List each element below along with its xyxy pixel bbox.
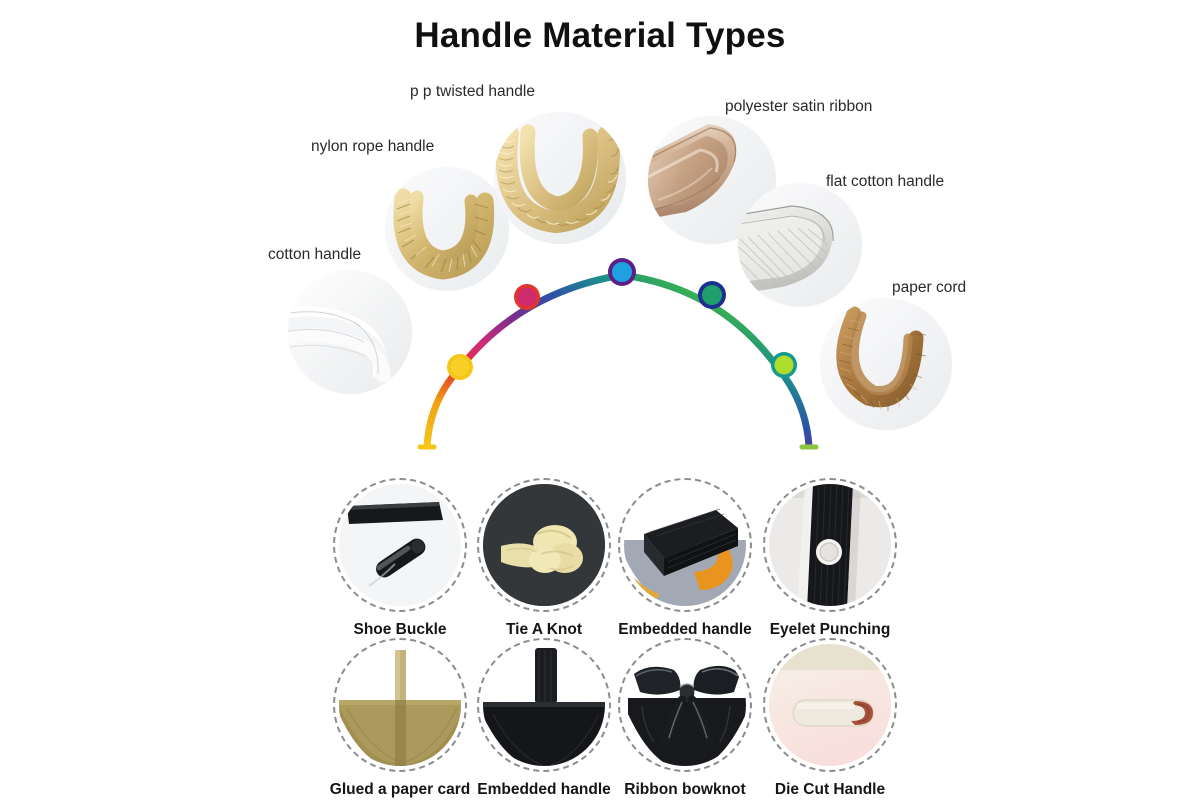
nylon-rope-handle-image (385, 167, 509, 291)
material-circle-flat-cotton-handle[interactable] (738, 183, 862, 307)
arc-node-teal[interactable] (771, 352, 797, 378)
material-label-cotton-handle: cotton handle (268, 246, 362, 263)
process-circle-tie-a-knot (477, 478, 611, 612)
material-label-nylon-rope-handle: nylon rope handle (311, 138, 435, 155)
arc-node-purple[interactable] (608, 258, 636, 286)
pp-twisted-handle-image (494, 112, 626, 244)
process-circle-glued-paper-card (333, 638, 467, 772)
ribbon-bowknot-image (624, 644, 746, 766)
material-label-flat-cotton-handle: flat cotton handle (826, 173, 945, 190)
flat-cotton-handle-image (738, 183, 862, 307)
process-circle-ribbon-bowknot (618, 638, 752, 772)
material-circle-pp-twisted-handle[interactable] (494, 112, 626, 244)
process-label-tie-a-knot: Tie A Knot (505, 621, 583, 638)
rainbow-arc (417, 258, 819, 450)
arc-path (423, 271, 813, 450)
process-label-eyelet-punching: Eyelet Punching (769, 621, 891, 638)
glued-paper-card-image (339, 644, 461, 766)
process-cell-ribbon-bowknot[interactable]: Ribbon bowknot (610, 638, 760, 799)
arc-node-navy[interactable] (698, 281, 726, 309)
arc-node-yellow[interactable] (447, 354, 473, 380)
polyester-satin-ribbon-image (648, 116, 776, 244)
die-cut-handle-image (769, 644, 891, 766)
tie-a-knot-image (483, 484, 605, 606)
process-circle-shoe-buckle (333, 478, 467, 612)
process-label-shoe-buckle: Shoe Buckle (353, 621, 447, 638)
material-label-polyester-satin-ribbon: polyester satin ribbon (725, 98, 873, 115)
material-label-pp-twisted-handle: p p twisted handle (410, 83, 535, 100)
process-label-embedded-handle-2: Embedded handle (477, 781, 611, 798)
process-cell-embedded-handle[interactable]: Embedded handle (610, 478, 760, 639)
eyelet-punching-image (769, 484, 891, 606)
shoe-buckle-image (339, 484, 461, 606)
process-label-embedded-handle: Embedded handle (618, 621, 752, 638)
process-cell-glued-paper-card[interactable]: Glued a paper card (325, 638, 475, 799)
process-circle-embedded-handle-2 (477, 638, 611, 772)
process-cell-shoe-buckle[interactable]: Shoe Buckle (325, 478, 475, 639)
process-label-die-cut-handle: Die Cut Handle (774, 781, 886, 798)
process-label-glued-paper-card: Glued a paper card (329, 781, 471, 798)
process-cell-eyelet-punching[interactable]: Eyelet Punching (755, 478, 905, 639)
page-title: Handle Material Types (414, 16, 786, 55)
paper-cord-image (820, 298, 952, 430)
material-circle-nylon-rope-handle[interactable] (385, 167, 509, 291)
material-circle-cotton-handle[interactable] (288, 270, 412, 394)
material-label-paper-cord: paper cord (892, 279, 967, 296)
process-cell-die-cut-handle[interactable]: Die Cut Handle (755, 638, 905, 799)
embedded-handle-image (624, 484, 746, 606)
process-circle-embedded-handle (618, 478, 752, 612)
process-circle-die-cut-handle (763, 638, 897, 772)
cotton-handle-image (288, 270, 412, 394)
process-circle-eyelet-punching (763, 478, 897, 612)
embedded-handle-2-image (483, 644, 605, 766)
arc-node-red[interactable] (514, 284, 540, 310)
process-label-ribbon-bowknot: Ribbon bowknot (624, 781, 746, 798)
material-circle-paper-cord[interactable] (820, 298, 952, 430)
process-cell-tie-a-knot[interactable]: Tie A Knot (469, 478, 619, 639)
process-cell-embedded-handle-2[interactable]: Embedded handle (469, 638, 619, 799)
